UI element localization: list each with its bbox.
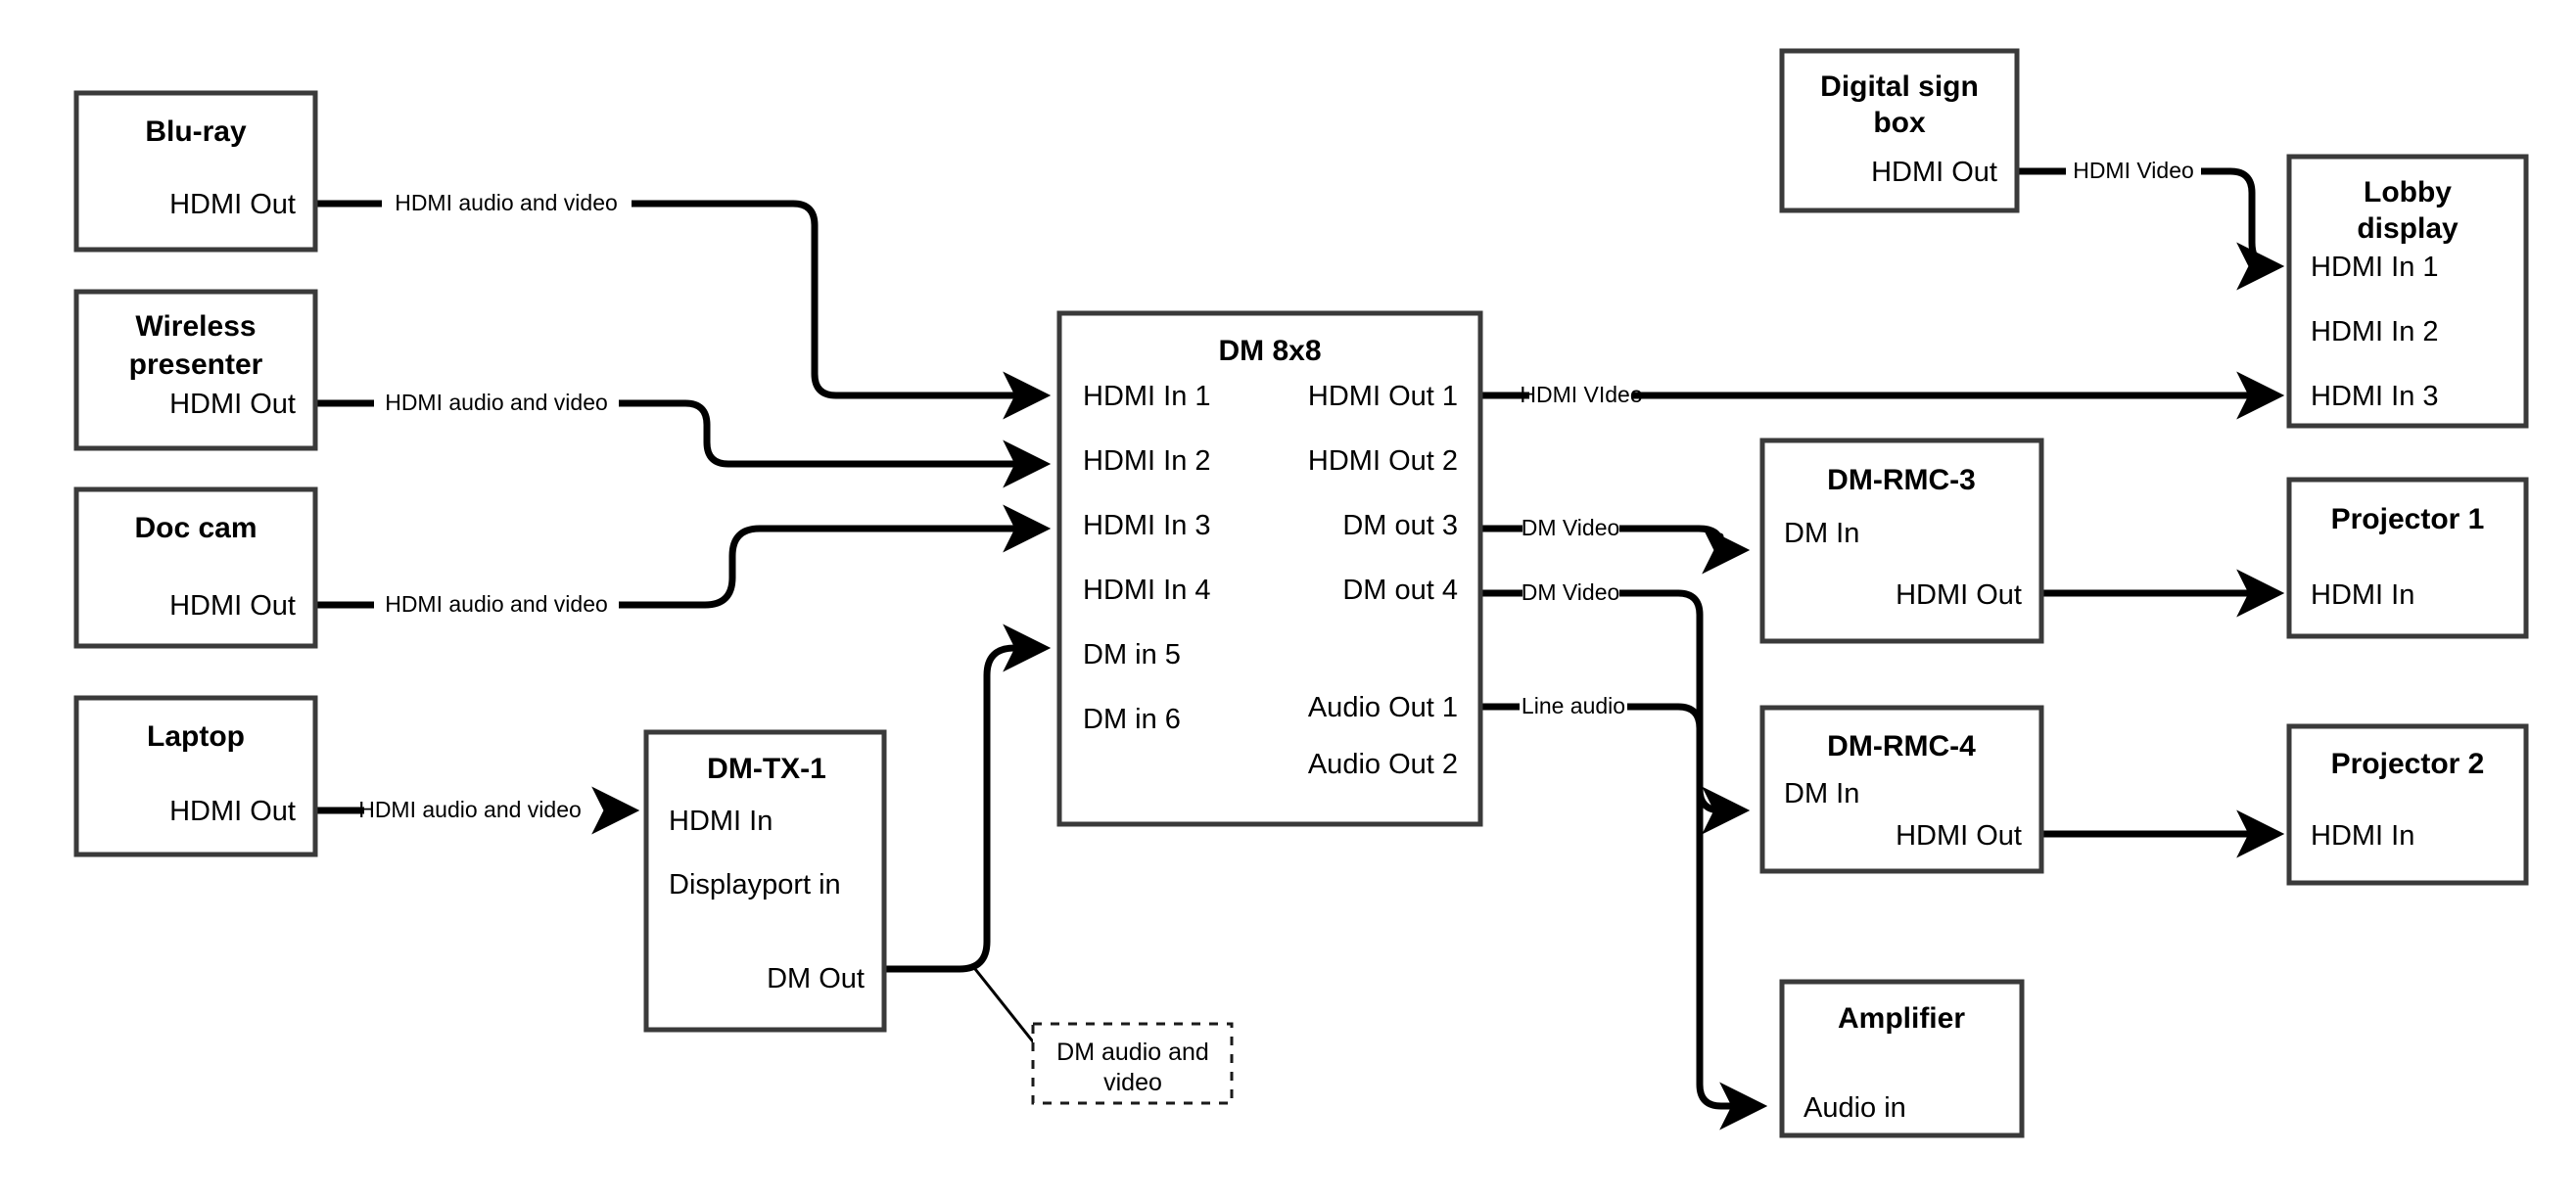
node-title-proj1: Projector 1 — [2331, 503, 2485, 535]
port-dm8x8-audio-out-2[interactable]: Audio Out 2 — [1308, 749, 1458, 780]
wire-dmtx1-to-dm-in-5 — [884, 624, 1052, 1046]
node-title-rmc3: DM-RMC-3 — [1827, 464, 1976, 496]
port-wireless-hdmi-out[interactable]: HDMI Out — [169, 389, 296, 420]
node-title-proj2: Projector 2 — [2331, 748, 2485, 780]
callout-line2: video — [1103, 1069, 1162, 1096]
port-proj2-hdmi-in[interactable]: HDMI In — [2311, 820, 2414, 852]
node-title-amplifier: Amplifier — [1838, 1002, 1965, 1035]
node-lobby-display[interactable]: Lobby display HDMI In 1 HDMI In 2 HDMI I… — [2286, 154, 2529, 429]
wire-doccam-to-dm-hdmi-in-3: HDMI audio and video — [315, 504, 1052, 617]
node-laptop[interactable]: Laptop HDMI Out — [73, 695, 318, 857]
node-projector-1[interactable]: Projector 1 HDMI In — [2286, 477, 2529, 639]
wire-label-doccam: HDMI audio and video — [385, 591, 608, 617]
node-title-wireless-line1: Wireless — [135, 310, 256, 343]
node-amplifier[interactable]: Amplifier Audio in — [1779, 979, 2025, 1138]
node-dm-rmc-4[interactable]: DM-RMC-4 DM In HDMI Out — [1759, 705, 2044, 874]
node-title-laptop: Laptop — [147, 720, 245, 753]
port-lobby-hdmi-in-2[interactable]: HDMI In 2 — [2311, 316, 2439, 347]
port-rmc3-dm-in[interactable]: DM In — [1784, 518, 1859, 549]
port-lobby-hdmi-in-3[interactable]: HDMI In 3 — [2311, 381, 2439, 412]
wire-label-bluray: HDMI audio and video — [395, 190, 618, 215]
port-dmtx1-dm-out[interactable]: DM Out — [767, 963, 865, 994]
wire-bluray-to-dm-hdmi-in-1: HDMI audio and video — [315, 190, 1052, 420]
port-lobby-hdmi-in-1[interactable]: HDMI In 1 — [2311, 252, 2439, 283]
wire-label-hdmiout1: HDMI VIdeo — [1520, 382, 1642, 407]
wire-label-laptop: HDMI audio and video — [358, 797, 582, 822]
node-dm-8x8[interactable]: DM 8x8 HDMI In 1 HDMI In 2 HDMI In 3 HDM… — [1056, 310, 1483, 827]
wire-wireless-to-dm-hdmi-in-2: HDMI audio and video — [315, 390, 1052, 488]
port-rmc4-hdmi-out[interactable]: HDMI Out — [1896, 820, 2022, 852]
port-dm8x8-dm-in-6[interactable]: DM in 6 — [1083, 704, 1181, 735]
node-title-bluray: Blu-ray — [145, 115, 247, 148]
port-laptop-hdmi-out[interactable]: HDMI Out — [169, 796, 296, 827]
callout-line1: DM audio and — [1056, 1039, 1209, 1066]
wire-signbox-to-lobby-hdmi-in-1: HDMI Video — [2017, 158, 2285, 291]
port-dm8x8-dm-in-5[interactable]: DM in 5 — [1083, 639, 1181, 670]
node-title-wireless-line2: presenter — [129, 348, 263, 381]
port-rmc3-hdmi-out[interactable]: HDMI Out — [1896, 579, 2022, 611]
callout-dm-audio-and-video: DM audio and video — [1031, 1022, 1234, 1105]
port-dmtx1-hdmi-in[interactable]: HDMI In — [669, 806, 773, 837]
wire-label-dmout3: DM Video — [1522, 515, 1620, 540]
port-dm8x8-hdmi-out-2[interactable]: HDMI Out 2 — [1308, 445, 1458, 477]
port-proj1-hdmi-in[interactable]: HDMI In — [2311, 579, 2414, 611]
node-doc-cam[interactable]: Doc cam HDMI Out — [73, 486, 318, 649]
wire-label-dmout4: DM Video — [1522, 579, 1620, 605]
node-title-dmtx1: DM-TX-1 — [707, 753, 826, 785]
port-signbox-hdmi-out[interactable]: HDMI Out — [1871, 157, 1997, 188]
port-dm8x8-hdmi-in-4[interactable]: HDMI In 4 — [1083, 575, 1211, 606]
node-dm-rmc-3[interactable]: DM-RMC-3 DM In HDMI Out — [1759, 438, 2044, 644]
port-dm8x8-hdmi-in-2[interactable]: HDMI In 2 — [1083, 445, 1211, 477]
port-doccam-hdmi-out[interactable]: HDMI Out — [169, 590, 296, 622]
wire-laptop-to-dmtx1-hdmi-in: HDMI audio and video — [315, 786, 640, 835]
node-title-signbox-line1: Digital sign — [1820, 70, 1979, 103]
node-title-lobby-line1: Lobby — [2364, 176, 2452, 208]
node-wireless-presenter[interactable]: Wireless presenter HDMI Out — [73, 289, 318, 451]
node-projector-2[interactable]: Projector 2 HDMI In — [2286, 723, 2529, 886]
port-dm8x8-dm-out-4[interactable]: DM out 4 — [1342, 575, 1458, 606]
port-dm8x8-hdmi-out-1[interactable]: HDMI Out 1 — [1308, 381, 1458, 412]
wire-audio-out-1-to-amplifier: Line audio — [1480, 693, 1768, 1131]
port-dm8x8-dm-out-3[interactable]: DM out 3 — [1342, 510, 1458, 541]
wire-dm-out-3-to-rmc3: DM Video — [1480, 515, 1751, 575]
node-title-doccam: Doc cam — [134, 512, 257, 544]
wire-label-audioout1: Line audio — [1522, 693, 1625, 718]
port-bluray-hdmi-out[interactable]: HDMI Out — [169, 189, 296, 220]
node-title-rmc4: DM-RMC-4 — [1827, 730, 1976, 762]
node-bluray[interactable]: Blu-ray HDMI Out — [73, 90, 318, 253]
port-dmtx1-displayport-in[interactable]: Displayport in — [669, 869, 841, 901]
node-digital-sign-box[interactable]: Digital sign box HDMI Out — [1779, 48, 2020, 213]
wire-label-wireless: HDMI audio and video — [385, 390, 608, 415]
port-dm8x8-audio-out-1[interactable]: Audio Out 1 — [1308, 692, 1458, 723]
node-title-signbox-line2: box — [1873, 107, 1926, 139]
node-dm-tx-1[interactable]: DM-TX-1 HDMI In Displayport in DM Out — [643, 729, 887, 1033]
node-title-dm8x8: DM 8x8 — [1218, 335, 1321, 367]
port-rmc4-dm-in[interactable]: DM In — [1784, 778, 1859, 809]
port-dm8x8-hdmi-in-1[interactable]: HDMI In 1 — [1083, 381, 1211, 412]
port-dm8x8-hdmi-in-3[interactable]: HDMI In 3 — [1083, 510, 1211, 541]
wire-label-signbox: HDMI Video — [2073, 158, 2194, 183]
wire-dm-hdmi-out-1-to-lobby-hdmi-in-3: HDMI VIdeo — [1480, 371, 2285, 420]
port-amplifier-audio-in[interactable]: Audio in — [1803, 1092, 1906, 1124]
node-title-lobby-line2: display — [2357, 212, 2459, 245]
wire-dm-out-4-to-rmc4: DM Video — [1480, 579, 1751, 835]
